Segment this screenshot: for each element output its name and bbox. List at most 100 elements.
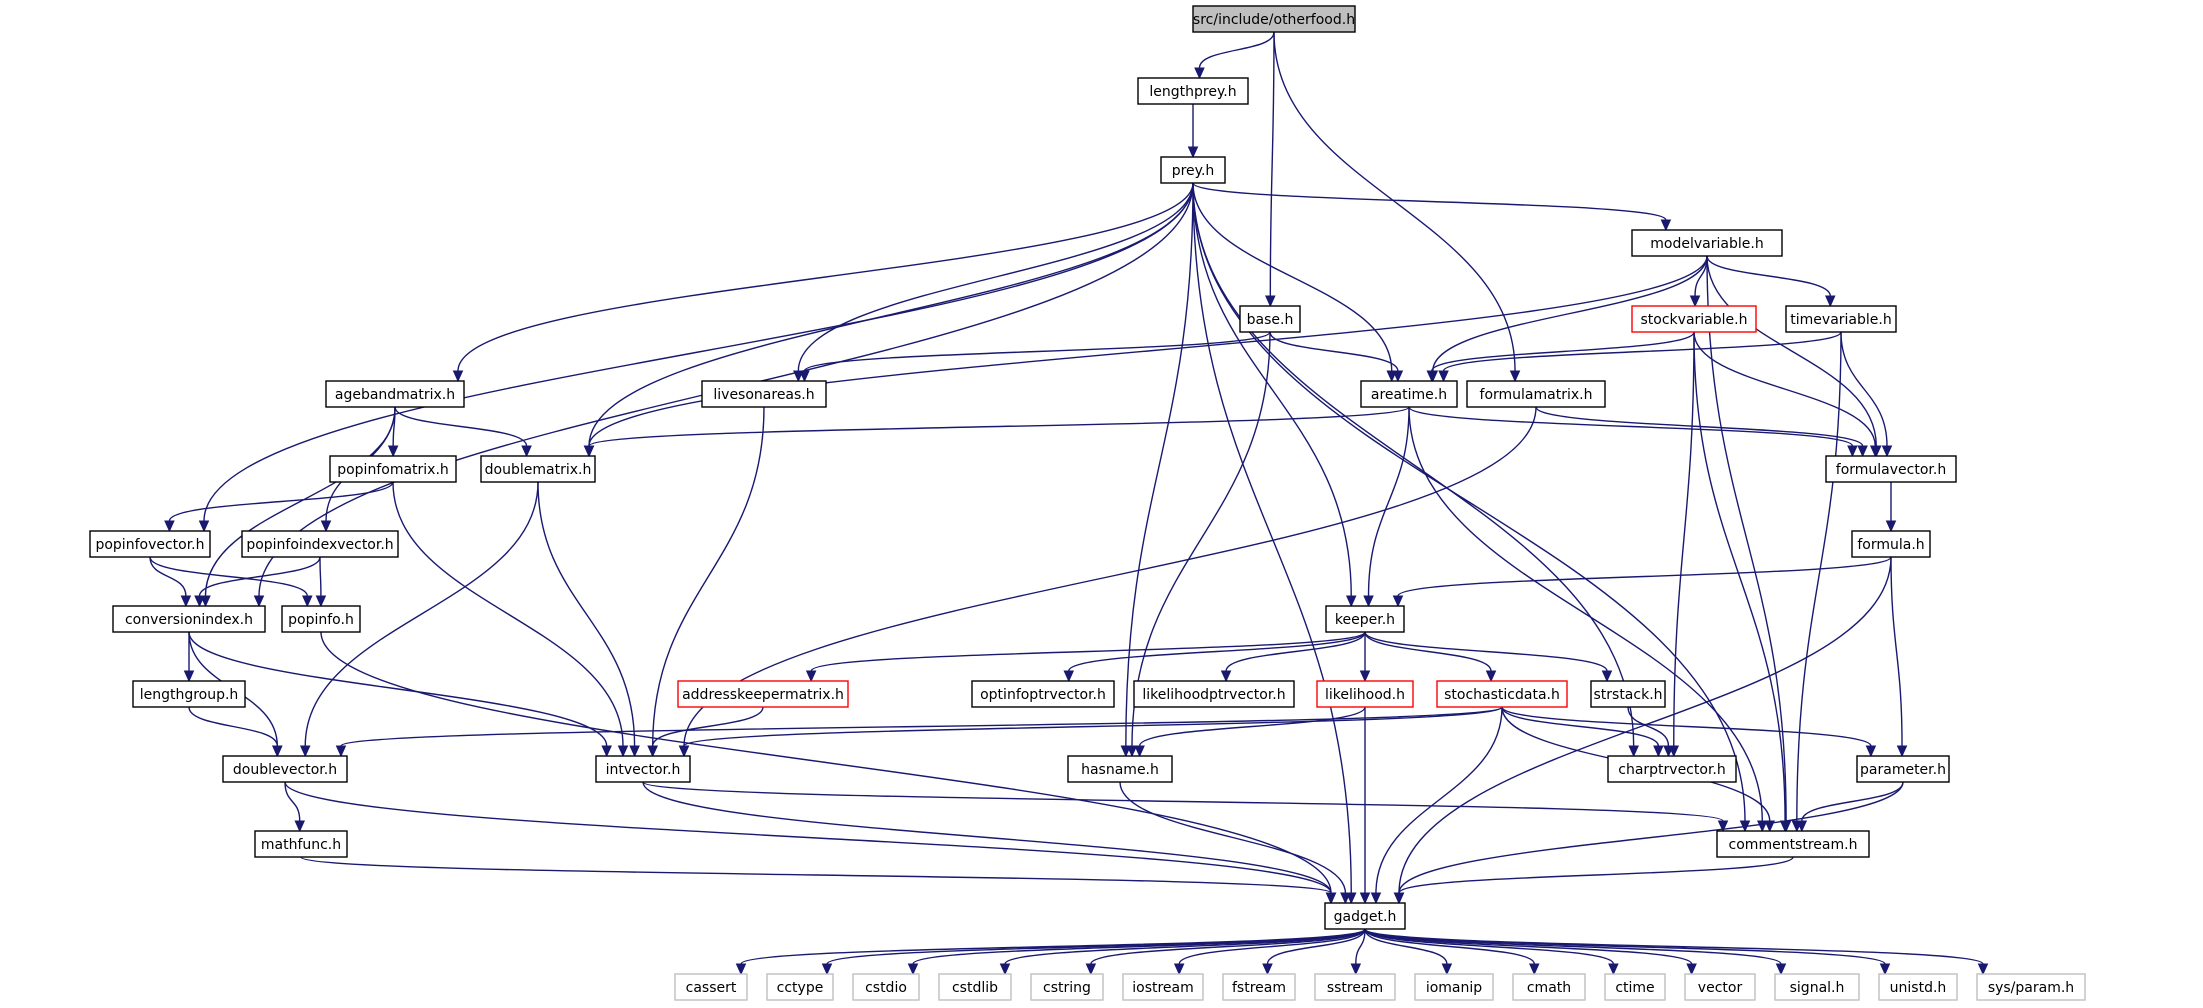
edge-gadget-to-iostream (1173, 928, 1366, 976)
edge-line (1192, 182, 1352, 894)
node-conversionindex[interactable]: conversionindex.h (112, 605, 266, 633)
arrowhead-icon (1653, 745, 1664, 758)
node-agebandmatrix[interactable]: agebandmatrix.h (325, 380, 465, 408)
node-box (1133, 680, 1295, 708)
node-optinfoptrvector[interactable]: optinfoptrvector.h (971, 680, 1115, 708)
node-box (1607, 755, 1737, 783)
arrowhead-icon (821, 963, 833, 976)
node-hasname[interactable]: hasname.h (1067, 755, 1173, 783)
node-timevariable[interactable]: timevariable.h (1785, 305, 1897, 333)
node-areatime[interactable]: areatime.h (1360, 380, 1458, 408)
node-formula[interactable]: formula.h (1851, 530, 1931, 558)
edge-line (1119, 781, 1347, 894)
node-doublevector[interactable]: doublevector.h (222, 755, 348, 783)
arrowhead-icon (299, 745, 311, 758)
edge-line (1364, 631, 1492, 672)
edge-formula-to-keeper (1392, 556, 1892, 608)
node-livesonareas[interactable]: livesonareas.h (701, 380, 827, 408)
node-mathfunc[interactable]: mathfunc.h (254, 830, 348, 858)
edge-keeper-to-stochasticdata (1364, 631, 1497, 683)
arrowhead-icon (272, 745, 283, 758)
edge-prey-to-modelvariable (1192, 182, 1672, 232)
node-likelihoodptrvector[interactable]: likelihoodptrvector.h (1133, 680, 1295, 708)
node-modelvariable[interactable]: modelvariable.h (1631, 229, 1783, 257)
arrowhead-icon (805, 670, 817, 683)
edge-line (1501, 706, 1872, 747)
node-commentstream[interactable]: commentstream.h (1716, 830, 1870, 858)
node-label: cassert (686, 980, 737, 996)
edge-gadget-to-signal (1364, 928, 1787, 976)
node-likelihood[interactable]: likelihood.h (1316, 680, 1414, 708)
node-label: livesonareas.h (713, 387, 814, 403)
arrowhead-icon (1340, 892, 1351, 905)
edge-prey-to-doublematrix (583, 182, 1194, 458)
node-doublematrix[interactable]: doublematrix.h (480, 455, 596, 483)
arrowhead-icon (583, 445, 595, 458)
arrowhead-icon (1601, 670, 1613, 683)
arrowhead-icon (1370, 892, 1382, 905)
node-label: parameter.h (1860, 762, 1946, 778)
node-charptrvector[interactable]: charptrvector.h (1607, 755, 1737, 783)
edge-line (588, 255, 1708, 447)
edge-otherfood-to-lengthprey (1194, 31, 1275, 80)
node-lengthgroup[interactable]: lengthgroup.h (132, 680, 246, 708)
node-popinfo[interactable]: popinfo.h (281, 605, 361, 633)
arrowhead-icon (1857, 445, 1868, 458)
node-sysparam: sys/param.h (1976, 973, 2086, 1001)
node-parameter[interactable]: parameter.h (1856, 755, 1950, 783)
edge-keeper-to-likelihood (1359, 632, 1371, 683)
node-label: prey.h (1172, 163, 1215, 179)
node-intvector[interactable]: intvector.h (595, 755, 691, 783)
edge-modelvariable-to-formulavector (1706, 255, 1882, 458)
edge-line (1397, 556, 1892, 597)
edge-line (1138, 706, 1366, 747)
arrowhead-icon (1775, 963, 1787, 976)
node-prey[interactable]: prey.h (1160, 156, 1226, 184)
edge-popinfoindexvector-to-popinfo (315, 556, 327, 608)
node-base[interactable]: base.h (1239, 305, 1301, 333)
edge-line (1535, 406, 1864, 447)
node-cassert: cassert (674, 973, 748, 1001)
edge-commentstream-to-gadget (1393, 856, 1794, 905)
edge-timevariable-to-formulavector (1840, 331, 1893, 458)
node-box (1604, 973, 1666, 1001)
edge-line (1364, 928, 1448, 965)
edge-stochasticdata-to-doublevector (335, 706, 1503, 758)
edge-formula-to-parameter (1890, 556, 1908, 758)
edge-line (320, 631, 1332, 894)
node-formulamatrix[interactable]: formulamatrix.h (1466, 380, 1606, 408)
arrowhead-icon (452, 370, 464, 383)
arrowhead-icon (198, 520, 210, 533)
node-sstream: sstream (1314, 973, 1396, 1001)
node-popinfomatrix[interactable]: popinfomatrix.h (329, 455, 457, 483)
edge-line (1192, 182, 1393, 372)
node-label: likelihoodptrvector.h (1142, 687, 1285, 703)
node-keeper[interactable]: keeper.h (1325, 605, 1405, 633)
node-addresskeepermatrix[interactable]: addresskeepermatrix.h (677, 680, 849, 708)
node-stockvariable[interactable]: stockvariable.h (1631, 305, 1757, 333)
edge-likelihood-to-hasname (1134, 706, 1366, 758)
node-box (1122, 973, 1204, 1001)
node-lengthprey[interactable]: lengthprey.h (1137, 77, 1249, 105)
edge-prey-to-areatime (1192, 182, 1397, 383)
node-box (1976, 973, 2086, 1001)
edge-timevariable-to-areatime (1438, 331, 1842, 383)
arrowhead-icon (1717, 820, 1729, 833)
node-stochasticdata[interactable]: stochasticdata.h (1436, 680, 1568, 708)
node-box (595, 755, 691, 783)
edge-keeper-to-strstack (1364, 631, 1613, 683)
node-label: sys/param.h (1988, 980, 2074, 996)
node-popinfovector[interactable]: popinfovector.h (89, 530, 211, 558)
node-box (1222, 973, 1296, 1001)
node-formulavector[interactable]: formulavector.h (1825, 455, 1957, 483)
edge-line (1796, 331, 1842, 822)
edge-modelvariable-to-timevariable (1706, 255, 1836, 308)
edge-lengthgroup-to-doublevector (188, 706, 283, 758)
arrowhead-icon (1660, 219, 1672, 232)
node-strstack[interactable]: strstack.h (1590, 680, 1666, 708)
node-gadget[interactable]: gadget.h (1324, 902, 1406, 930)
node-cstdlib: cstdlib (938, 973, 1012, 1001)
node-popinfoindexvector[interactable]: popinfoindexvector.h (241, 530, 399, 558)
node-box (1316, 680, 1414, 708)
edge-line (1198, 31, 1275, 69)
